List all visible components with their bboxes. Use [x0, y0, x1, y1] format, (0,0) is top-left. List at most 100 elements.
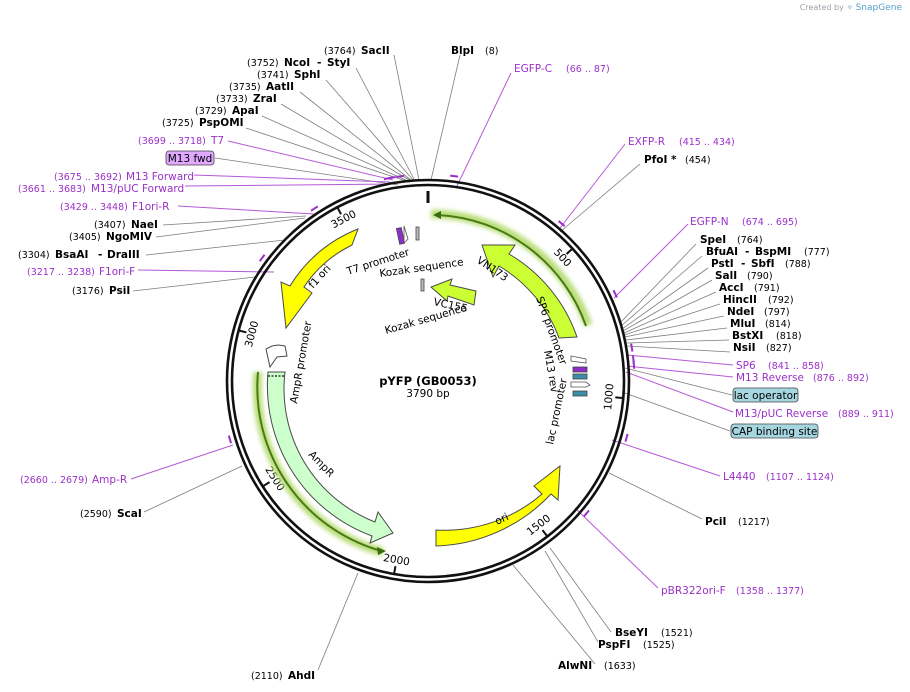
lac-promoter-mark[interactable]	[570, 381, 591, 388]
primer-mark-sp6	[630, 343, 634, 352]
enzyme-sali[interactable]: SalI	[715, 270, 737, 282]
enzyme-bspmi[interactable]: BspMI	[755, 246, 791, 258]
tick-label-2000: 2000	[382, 552, 410, 568]
vc155-arrow[interactable]	[430, 278, 477, 306]
enzyme-blpi[interactable]: BlpI	[451, 45, 474, 57]
leader-ngomiv	[155, 217, 306, 238]
enzyme-pspfi[interactable]: PspFI	[598, 639, 630, 651]
tick-mark-2000	[392, 565, 397, 576]
enzyme-pos-bstxi: (818)	[776, 331, 802, 342]
enzyme-pos-sphi: (3741)	[257, 70, 289, 81]
vn173-arrow[interactable]	[481, 244, 578, 339]
enzyme-ngomiv[interactable]: NgoMIV	[106, 231, 153, 243]
primer-egfp-n[interactable]: EGFP-N	[690, 216, 729, 228]
enzyme-sacii[interactable]: SacII	[361, 45, 390, 57]
primer-egfp-c[interactable]: EGFP-C	[514, 63, 552, 75]
enzyme-pos-ngomiv: (3405)	[69, 232, 101, 243]
primer-amp-r[interactable]: Amp-R	[92, 474, 127, 486]
leader-spei	[619, 243, 697, 324]
enzyme-mlui[interactable]: MluI	[730, 318, 755, 330]
enzyme-acci[interactable]: AccI	[719, 282, 743, 294]
enzyme-ncoi[interactable]: NcoI	[284, 57, 310, 69]
cap-site-mark[interactable]	[572, 390, 588, 397]
enzyme-zrai[interactable]: ZraI	[253, 93, 277, 105]
tick-mark-1500	[541, 529, 549, 538]
primer-pos-amp-r: (2660 .. 2679)	[20, 475, 88, 486]
leader-pfoi	[559, 163, 641, 233]
sp6-promoter-mark[interactable]	[570, 355, 587, 364]
primer-sp6[interactable]: SP6	[736, 360, 756, 372]
enzyme-nsii[interactable]: NsiI	[733, 342, 756, 354]
primer-mark-l4440	[624, 433, 629, 442]
kozak-label-2: Kozak sequence	[384, 302, 469, 337]
enzyme-sbfi[interactable]: SbfI	[751, 258, 775, 270]
enzyme-aatii[interactable]: AatII	[266, 81, 294, 93]
enzyme-hincii[interactable]: HincII	[723, 294, 757, 306]
enzyme-pos-mlui: (814)	[765, 319, 791, 330]
badge-cap-site[interactable]: CAP binding site	[730, 423, 819, 439]
enzyme-bfuai[interactable]: BfuAI	[706, 246, 738, 258]
primer-pos-f1ori-f: (3217 .. 3238)	[27, 267, 95, 278]
enzyme-psti[interactable]: PstI	[711, 258, 734, 270]
primer-m13-forward[interactable]: M13 Forward	[126, 171, 194, 183]
vn173-edge-arrow	[433, 211, 441, 219]
primer-t7[interactable]: T7	[210, 135, 224, 147]
primer-mark-egfp-n	[612, 289, 618, 298]
ori-arrow[interactable]	[435, 464, 561, 547]
enzyme-bseyi[interactable]: BseYI	[615, 627, 648, 639]
leader-zrai	[280, 103, 412, 182]
label-connectors	[132, 54, 733, 671]
primer-exfp-r[interactable]: EXFP-R	[628, 136, 665, 148]
enzyme-apai[interactable]: ApaI	[232, 105, 259, 117]
kozak-mark-2[interactable]	[420, 278, 425, 292]
lac-operator-mark[interactable]	[572, 366, 588, 373]
enzyme-scai[interactable]: ScaI	[117, 508, 142, 520]
enzyme-bstxi[interactable]: BstXI	[732, 330, 763, 342]
leader-naei	[162, 215, 307, 226]
primer-m13puc-forward[interactable]: M13/pUC Forward	[91, 183, 184, 195]
enzyme-draiii[interactable]: DraIII	[107, 249, 140, 261]
leader-pspomi	[245, 127, 410, 183]
primer-mark-f1ori-f	[258, 254, 266, 262]
primer-f1ori-f[interactable]: F1ori-F	[99, 266, 135, 278]
t7-promoter-mark[interactable]	[395, 227, 406, 245]
ampr-arrow[interactable]	[266, 371, 394, 544]
leader-pbr322ori-f	[574, 507, 659, 589]
tick-mark-3000	[237, 329, 247, 334]
enzyme-pcii[interactable]: PciI	[705, 516, 726, 528]
kozak-mark-1[interactable]	[415, 226, 420, 241]
enzyme-styi[interactable]: StyI	[327, 57, 350, 69]
m13-rev-mark[interactable]	[572, 373, 588, 380]
f1-ori-arrow[interactable]	[280, 228, 359, 330]
enzyme-ndei[interactable]: NdeI	[727, 306, 754, 318]
leader-alwni	[512, 564, 596, 665]
leader-psii	[132, 276, 256, 292]
enzyme-alwni[interactable]: AlwNI	[558, 660, 592, 672]
ampr-promoter-label: AmpR promoter	[288, 320, 314, 405]
enzyme-draiii-dash: -	[98, 249, 102, 261]
enzyme-bsaai[interactable]: BsaAI	[55, 249, 88, 261]
backbone-outer-ring	[225, 178, 631, 584]
badge-lac-operator[interactable]: lac operator	[732, 387, 799, 403]
enzyme-ahdi[interactable]: AhdI	[288, 670, 315, 682]
primer-pbr322ori-f[interactable]: pBR322ori-F	[661, 585, 726, 597]
leader-bfuai	[620, 255, 703, 327]
enzyme-pspomi[interactable]: PspOMI	[199, 117, 244, 129]
leader-ndei	[624, 315, 725, 338]
t7-promoter-arrow[interactable]	[403, 225, 409, 244]
primer-m13-reverse[interactable]: M13 Reverse	[736, 372, 804, 384]
enzyme-pos-pfoi: (454)	[685, 155, 711, 166]
enzyme-naei[interactable]: NaeI	[131, 219, 158, 231]
ampr-promoter-arrow[interactable]	[265, 344, 288, 369]
enzyme-sphi[interactable]: SphI	[294, 69, 320, 81]
enzyme-spei[interactable]: SpeI	[700, 234, 726, 246]
leader-psti	[621, 267, 709, 330]
primer-f1ori-r[interactable]: F1ori-R	[132, 201, 169, 213]
primer-m13puc-reverse[interactable]: M13/pUC Reverse	[735, 408, 828, 420]
enzyme-psii[interactable]: PsiI	[109, 285, 130, 297]
primer-l4440[interactable]: L4440	[723, 471, 756, 483]
enzyme-pfoi[interactable]: PfoI *	[644, 154, 677, 166]
leader-exfp-r	[559, 143, 626, 229]
badge-m13-fwd[interactable]: M13 fwd	[165, 150, 215, 166]
